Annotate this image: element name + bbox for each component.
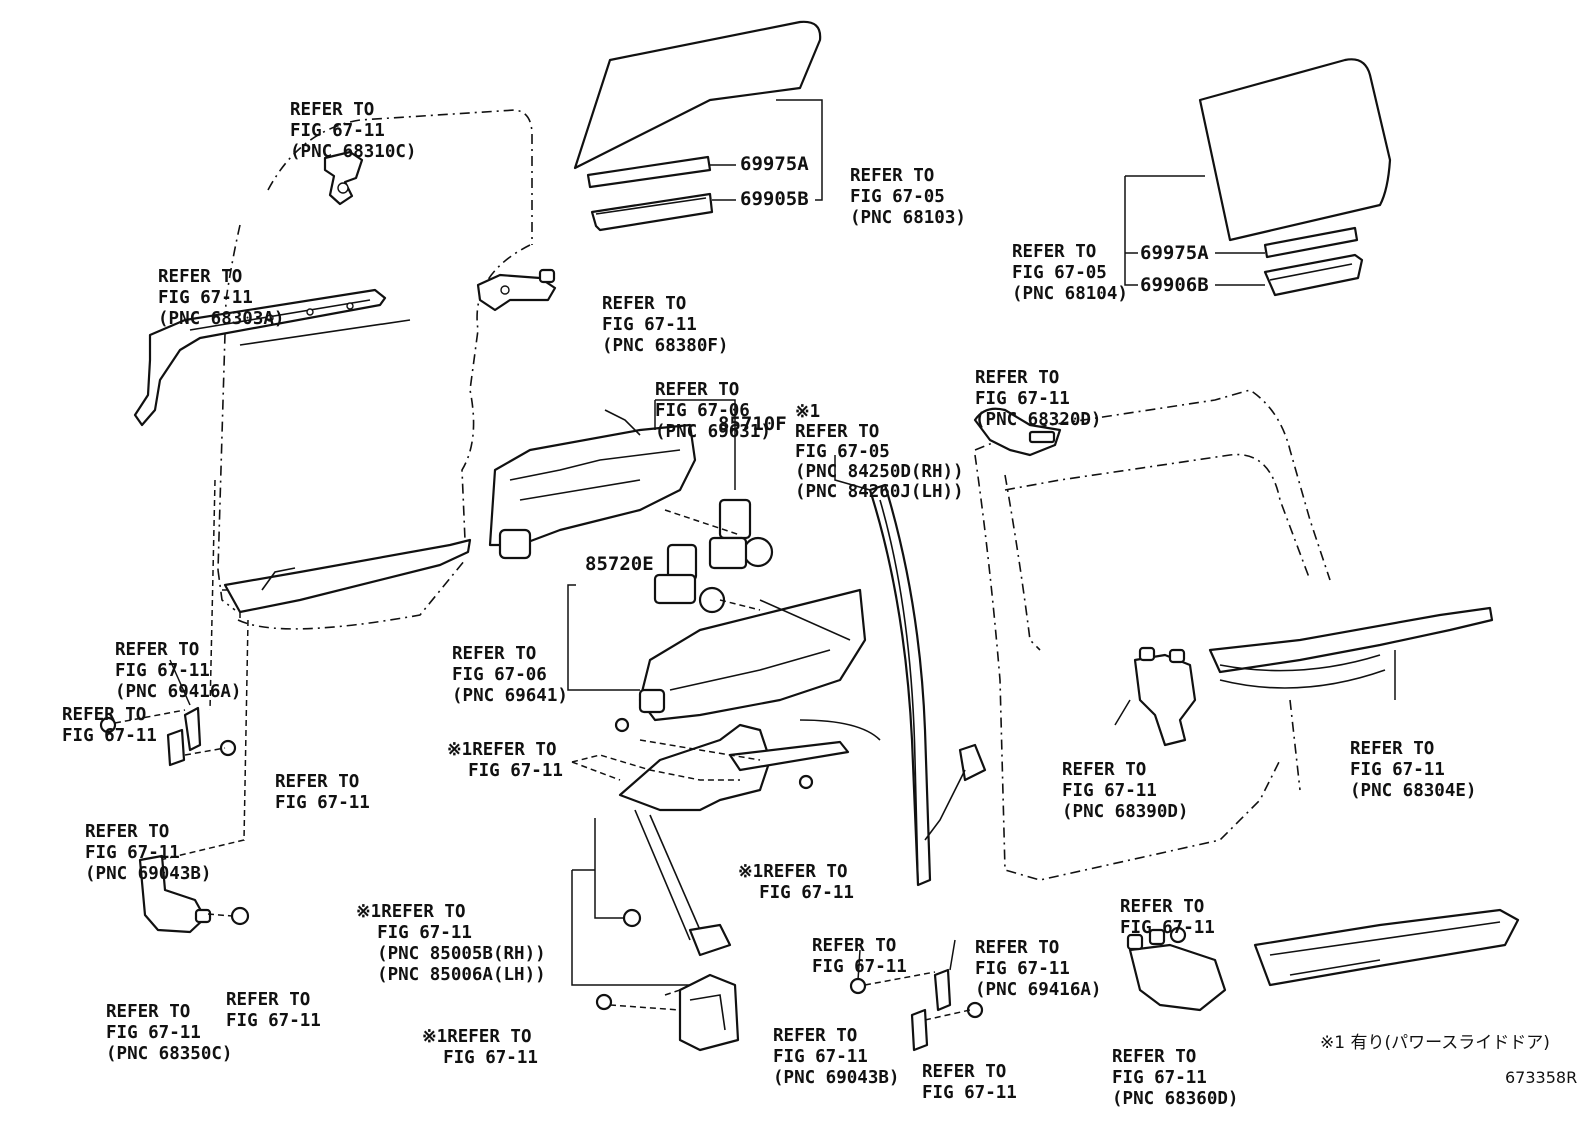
rear-regulator xyxy=(567,584,867,722)
part-number-69906B: 69906B xyxy=(1140,274,1209,296)
floor-rail xyxy=(1253,908,1520,987)
footnote: ※1 有り(パワースライドドア) xyxy=(1320,1033,1550,1053)
right-mid-hinge xyxy=(1114,646,1197,747)
lower-regulator xyxy=(571,717,881,986)
right-lower-hinge xyxy=(1126,926,1227,1012)
rear-motor xyxy=(653,509,761,614)
front-glass xyxy=(573,20,823,232)
right-lower-rail xyxy=(1208,606,1494,700)
part-number-85720E: 85720E xyxy=(585,553,654,575)
center-weatherstrip xyxy=(834,455,987,887)
figure-id: 673358R xyxy=(1505,1068,1578,1087)
callout-reg-bolt-3: ※1REFER TO FIG 67-11 xyxy=(422,1027,538,1068)
part-number-69975A-rear: 69975A xyxy=(1140,242,1209,264)
upper-rear-bracket xyxy=(476,268,557,312)
part-number-85710F: 85710F xyxy=(718,413,787,435)
part-number-69975A-front: 69975A xyxy=(740,153,809,175)
callout-reg-bolt-2: ※1REFER TO FIG 67-11 xyxy=(738,862,854,903)
parts-diagram xyxy=(99,20,1520,1052)
rear-glass xyxy=(1124,58,1392,297)
callout-reg-bolt-1: ※1REFER TO FIG 67-11 xyxy=(447,740,563,781)
upper-roller-bracket xyxy=(323,150,364,206)
lower-left-rail xyxy=(223,538,472,614)
right-upper-bracket xyxy=(973,407,1062,457)
upper-rail xyxy=(133,288,411,427)
part-number-69905B: 69905B xyxy=(740,188,809,210)
lower-bracket xyxy=(595,973,740,1052)
right-door-outline xyxy=(974,389,1331,881)
callout-85005B: ※1REFER TO FIG 67-11 (PNC 85005B(RH)) (P… xyxy=(356,902,546,985)
left-small-parts xyxy=(99,659,237,767)
center-small-parts xyxy=(849,939,984,1052)
lower-left-hinge xyxy=(138,854,250,934)
front-regulator xyxy=(488,399,774,570)
